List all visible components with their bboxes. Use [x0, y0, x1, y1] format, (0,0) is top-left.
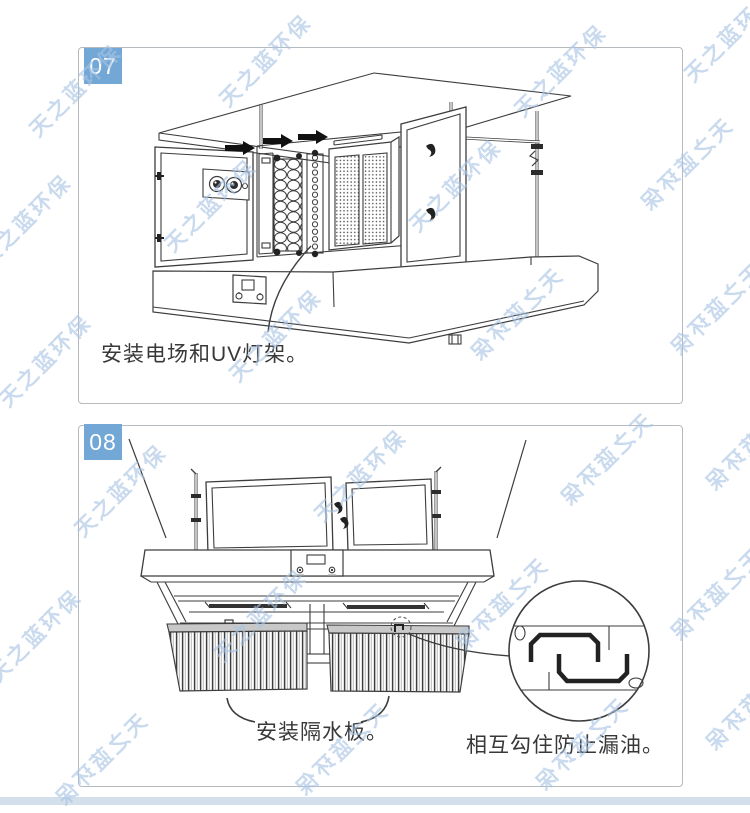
insert-direction-arrows: [225, 130, 328, 155]
watermark-text: 天之蓝环保: [0, 585, 87, 687]
hanger-rods: [190, 466, 442, 551]
ceiling-edge-left: [128, 438, 167, 539]
detail-leader-line: [408, 633, 511, 657]
water-baffle-right: [326, 616, 470, 693]
detail-circle-interlock-hooks: [508, 580, 650, 722]
hook-lower: [556, 654, 630, 684]
caption-detail-note: 相互勾住防止漏油。: [466, 734, 664, 757]
step-number-badge-08: 08: [84, 424, 122, 460]
hood-opening-frame: [156, 581, 477, 630]
caption-leader-line: [267, 245, 312, 333]
water-baffle-left: [166, 619, 308, 692]
uv-lamp-rack: [328, 134, 400, 251]
step-panel-07: [78, 47, 683, 404]
step-panel-08: [78, 425, 683, 787]
ceiling-edge-right: [496, 439, 527, 539]
illustration-install-water-baffle: [128, 438, 650, 723]
uv-lamp-holder-strip: [306, 149, 324, 258]
page-footer-strip: [0, 797, 750, 805]
hook-upper: [528, 632, 601, 662]
power-knob-panel: [202, 168, 250, 201]
caption-brace-right: [360, 695, 390, 723]
right-door-open: [400, 106, 467, 270]
watermark-text: 天之蓝环保: [700, 395, 750, 497]
caption-step-07: 安装电场和UV灯架。: [101, 343, 309, 366]
top-box-right: [345, 478, 434, 553]
caption-brace-left: [226, 697, 256, 723]
step-number-badge-07: 07: [84, 48, 122, 84]
electric-field-module: [258, 152, 303, 256]
watermark-text: 天之蓝环保: [680, 0, 750, 87]
top-box-left: [205, 476, 334, 555]
hood-top-bar: [140, 549, 495, 583]
illustration-install-electric-field-uv-rack: [152, 72, 599, 345]
caption-step-08: 安装隔水板。: [256, 721, 388, 744]
detail-marker-dashed-circle: [390, 616, 412, 638]
watermark-text: 天之蓝环保: [700, 655, 750, 757]
watermark-text: 天之蓝环保: [0, 170, 77, 272]
left-door-open: [154, 146, 254, 268]
exhaust-hood: [152, 255, 599, 345]
